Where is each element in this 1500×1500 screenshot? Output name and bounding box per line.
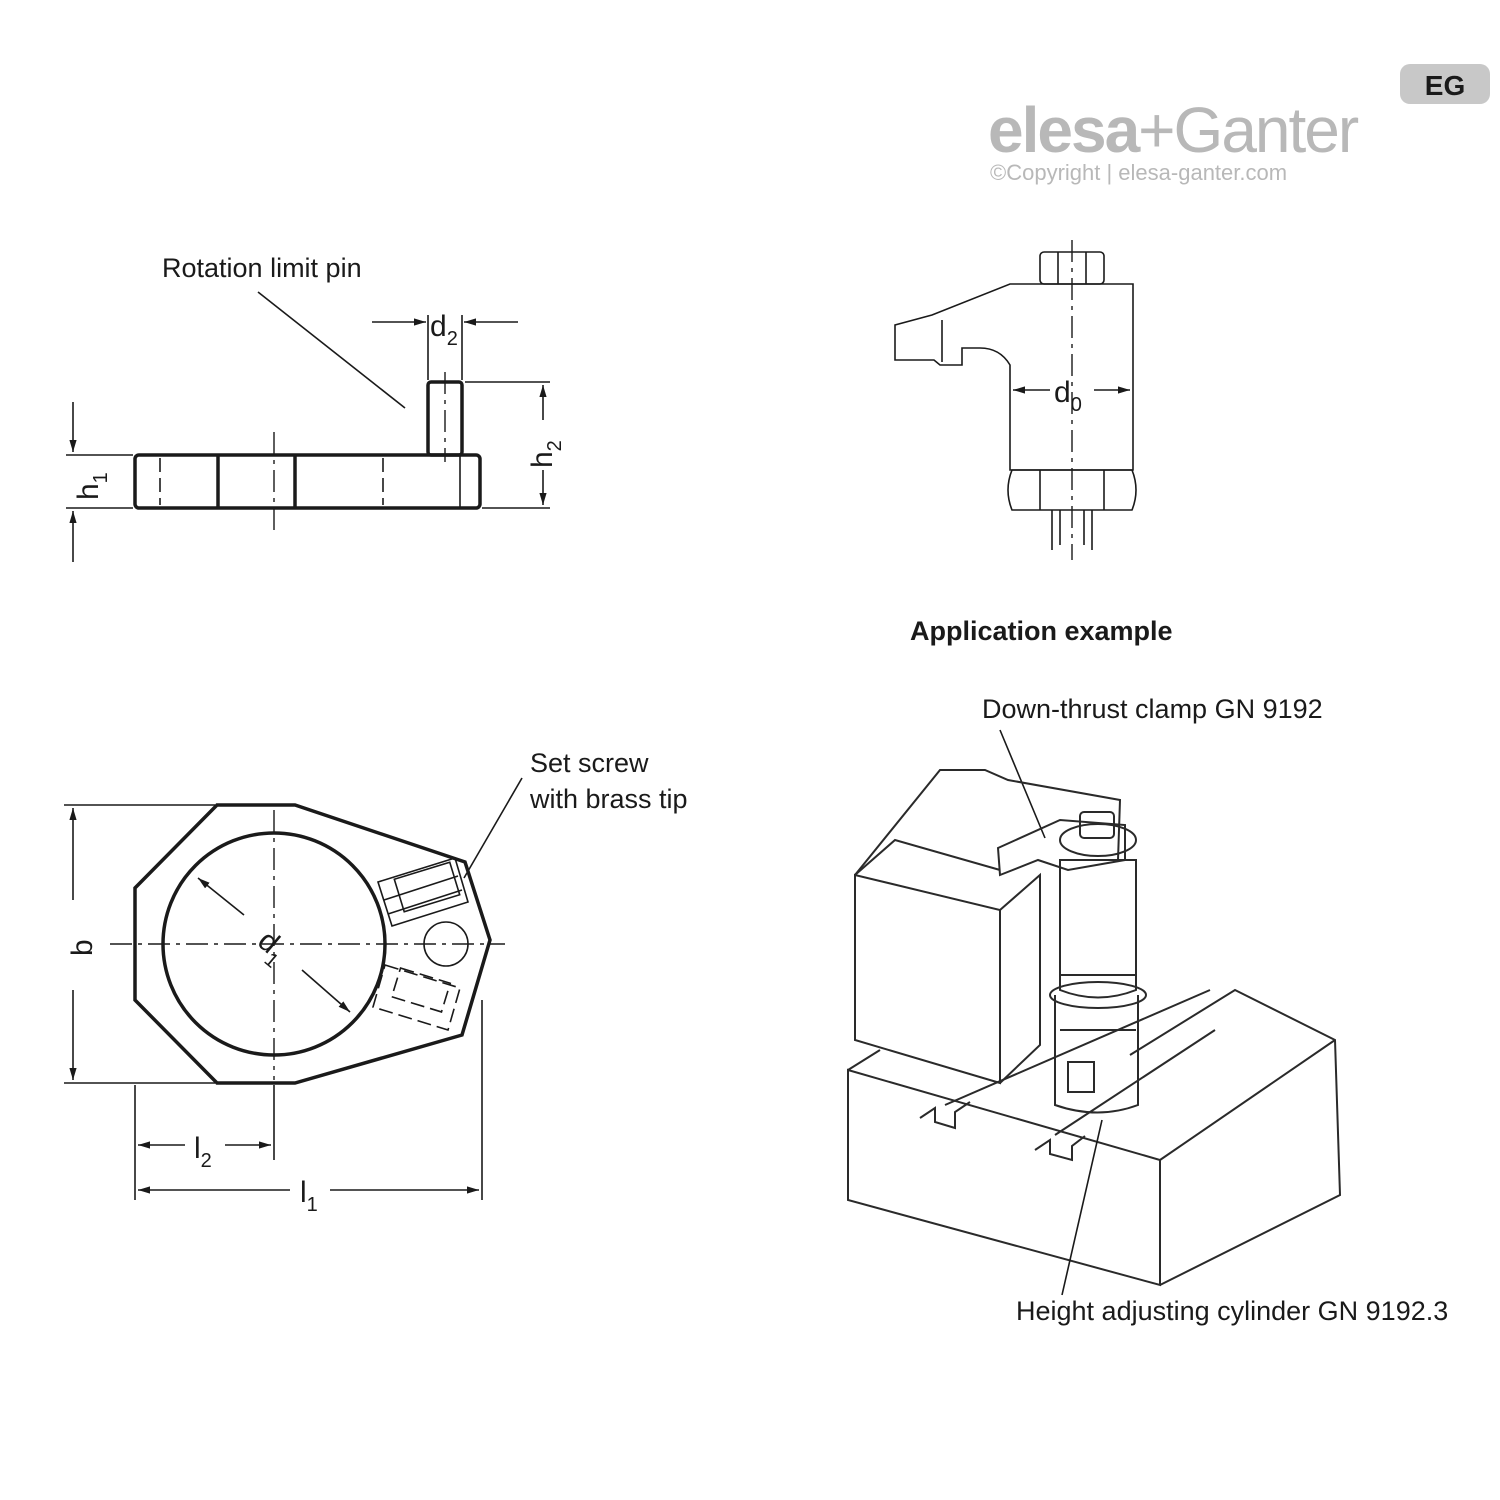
- dim-h2-sub: 2: [544, 440, 566, 451]
- top-view-drawing: Set screw with brass tip b d1: [64, 748, 688, 1216]
- logo-wordmark-plus: +: [1138, 94, 1173, 166]
- clamp-body: [894, 283, 1134, 471]
- application-title: Application example: [910, 616, 1173, 646]
- dim-l1: l: [300, 1176, 307, 1209]
- dim-l2-sub: 2: [201, 1150, 212, 1172]
- brand-logo: EG elesa+Ganter ©Copyright | elesa-gante…: [988, 64, 1490, 185]
- dim-d0-sub: 0: [1071, 394, 1082, 416]
- svg-text:elesa+Ganter: elesa+Ganter: [988, 94, 1359, 166]
- rotation-limit-pin-label: Rotation limit pin: [162, 253, 362, 283]
- dim-d2: d: [430, 310, 447, 343]
- base-plate: [133, 453, 482, 510]
- clamp-cylinder-body: [1059, 859, 1137, 976]
- side-view-drawing: Rotation limit pin d2 h2 h1: [66, 253, 566, 562]
- clamp-label: Down-thrust clamp GN 9192: [982, 694, 1323, 724]
- dim-h2: h: [526, 451, 559, 468]
- dim-l2: l: [194, 1132, 201, 1165]
- set-screw-label-line1: Set screw: [530, 748, 649, 778]
- dim-h1-sub: 1: [90, 472, 112, 483]
- set-screw-leader-line: [463, 777, 523, 879]
- dim-b: b: [66, 939, 99, 956]
- logo-wordmark-right: Ganter: [1174, 94, 1359, 166]
- svg-text:d0: d0: [1054, 376, 1082, 416]
- dim-d2-sub: 2: [447, 328, 458, 350]
- logo-copyright: ©Copyright | elesa-ganter.com: [990, 160, 1287, 185]
- clamp-side-drawing: d0: [894, 240, 1137, 560]
- svg-text:l1: l1: [300, 1176, 318, 1216]
- clamp-leader-line: [999, 729, 1046, 839]
- logo-badge: EG: [1425, 70, 1465, 101]
- svg-text:l2: l2: [194, 1132, 212, 1172]
- hex-nut: [1007, 469, 1137, 511]
- set-screw-lower: [372, 963, 461, 1032]
- set-screw-label-line2: with brass tip: [529, 784, 688, 814]
- svg-text:d1: d1: [247, 924, 294, 973]
- dim-d0: d: [1054, 376, 1071, 409]
- pin-hole: [423, 921, 469, 967]
- svg-text:h1: h1: [72, 472, 112, 500]
- pin-leader-line: [257, 291, 406, 409]
- set-screw-upper: [376, 856, 469, 928]
- svg-text:h2: h2: [526, 440, 566, 468]
- logo-badge-box: [1400, 64, 1490, 104]
- cylinder-leader-line: [1061, 1119, 1103, 1296]
- dim-h1: h: [72, 483, 105, 500]
- machine-table: [847, 1068, 1161, 1287]
- svg-text:d2: d2: [430, 310, 458, 350]
- dim-l1-sub: 1: [307, 1194, 318, 1216]
- stop-ring-body: [133, 803, 492, 1085]
- application-example: Application example Down-thrust clamp GN…: [847, 616, 1448, 1326]
- logo-wordmark-left: elesa: [988, 94, 1141, 166]
- clamp-arm: [996, 818, 1126, 877]
- cylinder-label: Height adjusting cylinder GN 9192.3: [1016, 1296, 1448, 1326]
